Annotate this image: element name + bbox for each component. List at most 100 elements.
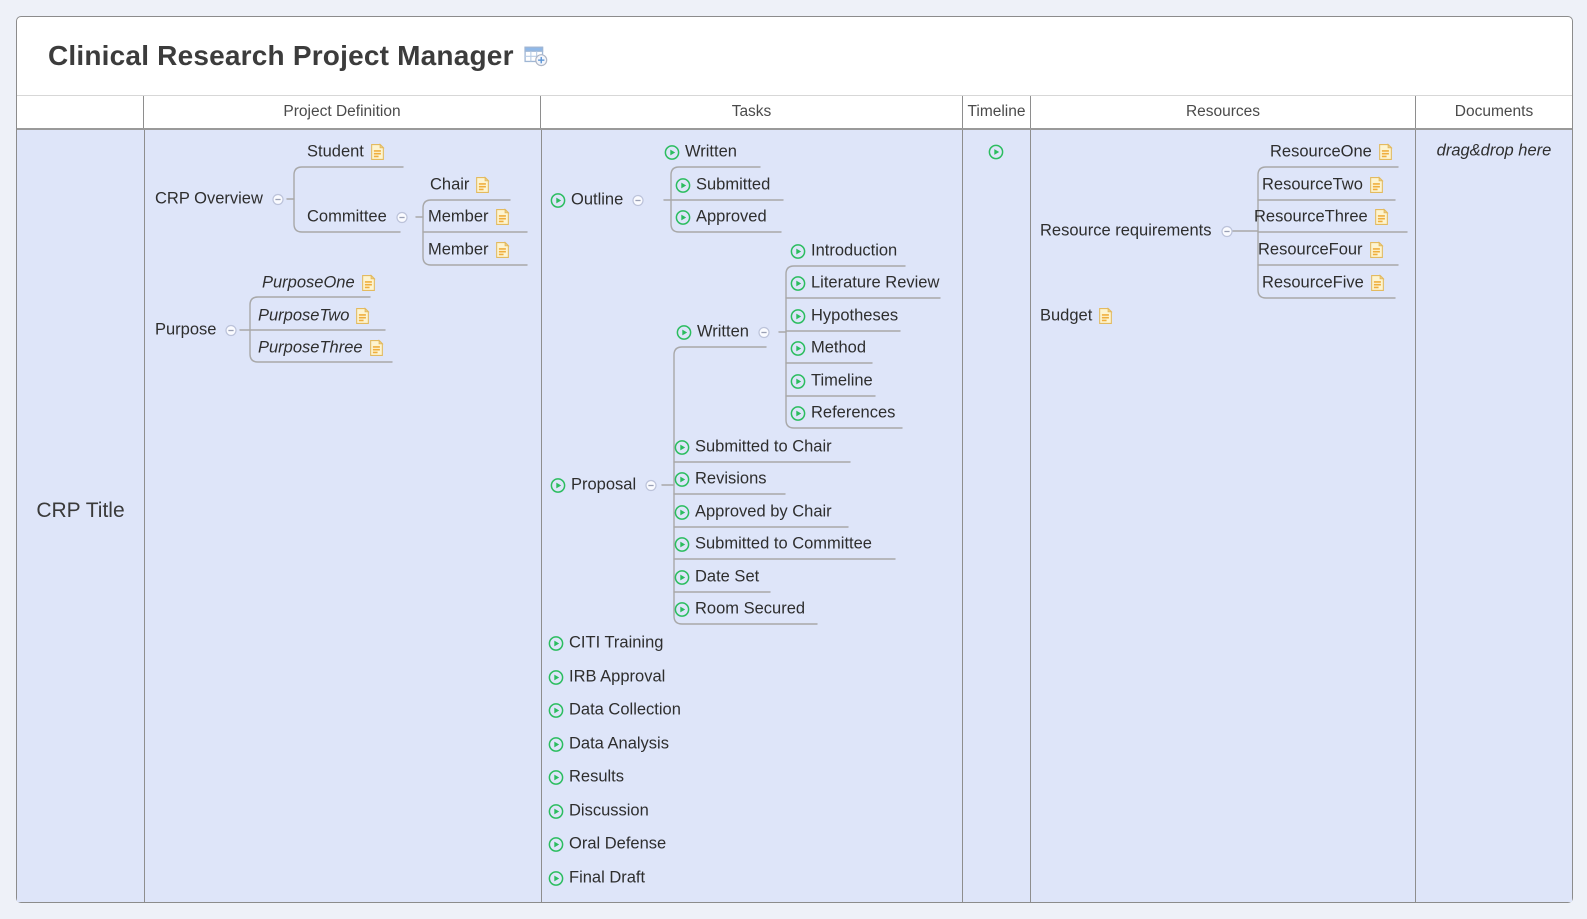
document-icon[interactable] xyxy=(1377,144,1394,161)
node-resource-five[interactable]: ResourceFive xyxy=(1262,274,1386,293)
node-proposal[interactable]: Proposal xyxy=(550,476,657,495)
document-icon[interactable] xyxy=(354,308,371,325)
node-purpose-two[interactable]: PurposeTwo xyxy=(258,307,371,326)
node-submitted-to-chair[interactable]: Submitted to Chair xyxy=(674,438,832,457)
node-label: Revisions xyxy=(695,469,767,488)
node-label: Submitted xyxy=(696,175,771,194)
node-purpose-three[interactable]: PurposeThree xyxy=(258,339,385,358)
task-status-icon[interactable] xyxy=(790,340,806,356)
node-date-set[interactable]: Date Set xyxy=(674,568,759,587)
task-status-icon[interactable] xyxy=(676,324,692,340)
document-icon[interactable] xyxy=(494,242,511,259)
documents-dropzone[interactable]: drag&drop here xyxy=(1436,141,1552,160)
node-label: Purpose xyxy=(155,320,217,339)
collapse-icon[interactable] xyxy=(632,194,644,206)
collapse-icon[interactable] xyxy=(396,211,408,223)
task-status-icon[interactable] xyxy=(548,736,564,752)
document-icon[interactable] xyxy=(494,209,511,226)
document-icon[interactable] xyxy=(1373,209,1390,226)
node-crp-overview[interactable]: CRP Overview xyxy=(155,190,284,209)
node-label: Written xyxy=(685,142,737,161)
task-status-icon[interactable] xyxy=(674,504,690,520)
task-status-icon[interactable] xyxy=(548,702,564,718)
node-results[interactable]: Results xyxy=(548,768,624,787)
crp-title-node[interactable]: CRP Title xyxy=(36,499,125,522)
task-status-icon[interactable] xyxy=(674,536,690,552)
node-revisions[interactable]: Revisions xyxy=(674,470,767,489)
document-icon[interactable] xyxy=(474,177,491,194)
task-status-icon[interactable] xyxy=(550,192,566,208)
task-status-icon[interactable] xyxy=(548,635,564,651)
node-outline-approved[interactable]: Approved xyxy=(675,208,767,227)
node-resource-three[interactable]: ResourceThree xyxy=(1254,208,1390,227)
document-icon[interactable] xyxy=(1369,275,1386,292)
node-proposal-written[interactable]: Written xyxy=(676,323,770,342)
node-resource-four[interactable]: ResourceFour xyxy=(1258,241,1385,260)
node-literature-review[interactable]: Literature Review xyxy=(790,274,939,293)
node-discussion[interactable]: Discussion xyxy=(548,802,649,821)
task-status-icon[interactable] xyxy=(674,471,690,487)
task-status-icon[interactable] xyxy=(674,569,690,585)
node-purpose-one[interactable]: PurposeOne xyxy=(262,274,377,293)
task-status-icon[interactable] xyxy=(675,177,691,193)
task-status-icon[interactable] xyxy=(675,209,691,225)
document-icon[interactable] xyxy=(369,144,386,161)
task-status-icon[interactable] xyxy=(664,144,680,160)
task-status-icon[interactable] xyxy=(790,373,806,389)
task-status-icon[interactable] xyxy=(550,477,566,493)
collapse-icon[interactable] xyxy=(225,324,237,336)
header-cell-tasks: Tasks xyxy=(541,96,963,128)
node-hypotheses[interactable]: Hypotheses xyxy=(790,307,898,326)
task-status-icon[interactable] xyxy=(790,275,806,291)
node-purpose[interactable]: Purpose xyxy=(155,321,237,340)
task-status-icon[interactable] xyxy=(548,669,564,685)
timeline-status-icon[interactable] xyxy=(988,144,1004,160)
node-references[interactable]: References xyxy=(790,404,895,423)
node-student[interactable]: Student xyxy=(307,143,386,162)
header-cell-timeline: Timeline xyxy=(963,96,1031,128)
node-outline-written[interactable]: Written xyxy=(664,143,737,162)
collapse-icon[interactable] xyxy=(1221,225,1233,237)
task-status-icon[interactable] xyxy=(674,601,690,617)
node-data-collection[interactable]: Data Collection xyxy=(548,701,681,720)
node-outline-submitted[interactable]: Submitted xyxy=(675,176,770,195)
column-divider xyxy=(541,130,542,902)
node-member[interactable]: Member xyxy=(428,208,511,227)
collapse-icon[interactable] xyxy=(758,326,770,338)
node-chair[interactable]: Chair xyxy=(430,176,491,195)
node-budget[interactable]: Budget xyxy=(1040,307,1114,326)
node-method[interactable]: Method xyxy=(790,339,866,358)
node-committee[interactable]: Committee xyxy=(307,208,408,227)
node-data-analysis[interactable]: Data Analysis xyxy=(548,735,669,754)
node-label: Chair xyxy=(430,175,470,194)
node-irb-approval[interactable]: IRB Approval xyxy=(548,668,665,687)
node-citi-training[interactable]: CITI Training xyxy=(548,634,663,653)
node-approved-by-chair[interactable]: Approved by Chair xyxy=(674,503,832,522)
node-resource-one[interactable]: ResourceOne xyxy=(1270,143,1394,162)
document-icon[interactable] xyxy=(1368,177,1385,194)
task-status-icon[interactable] xyxy=(790,308,806,324)
collapse-icon[interactable] xyxy=(645,479,657,491)
task-status-icon[interactable] xyxy=(548,769,564,785)
node-submitted-to-committee[interactable]: Submitted to Committee xyxy=(674,535,872,554)
task-status-icon[interactable] xyxy=(548,803,564,819)
task-status-icon[interactable] xyxy=(548,870,564,886)
document-icon[interactable] xyxy=(1368,242,1385,259)
node-resource-requirements[interactable]: Resource requirements xyxy=(1040,222,1233,241)
node-resource-two[interactable]: ResourceTwo xyxy=(1262,176,1385,195)
collapse-icon[interactable] xyxy=(272,193,284,205)
document-icon[interactable] xyxy=(360,275,377,292)
task-status-icon[interactable] xyxy=(548,836,564,852)
document-icon[interactable] xyxy=(368,340,385,357)
node-introduction[interactable]: Introduction xyxy=(790,242,897,261)
task-status-icon[interactable] xyxy=(674,439,690,455)
node-outline[interactable]: Outline xyxy=(550,191,644,210)
document-icon[interactable] xyxy=(1097,308,1114,325)
node-final-draft[interactable]: Final Draft xyxy=(548,869,645,888)
node-oral-defense[interactable]: Oral Defense xyxy=(548,835,666,854)
node-room-secured[interactable]: Room Secured xyxy=(674,600,805,619)
node-member[interactable]: Member xyxy=(428,241,511,260)
task-status-icon[interactable] xyxy=(790,405,806,421)
task-status-icon[interactable] xyxy=(790,243,806,259)
node-timeline-task[interactable]: Timeline xyxy=(790,372,873,391)
